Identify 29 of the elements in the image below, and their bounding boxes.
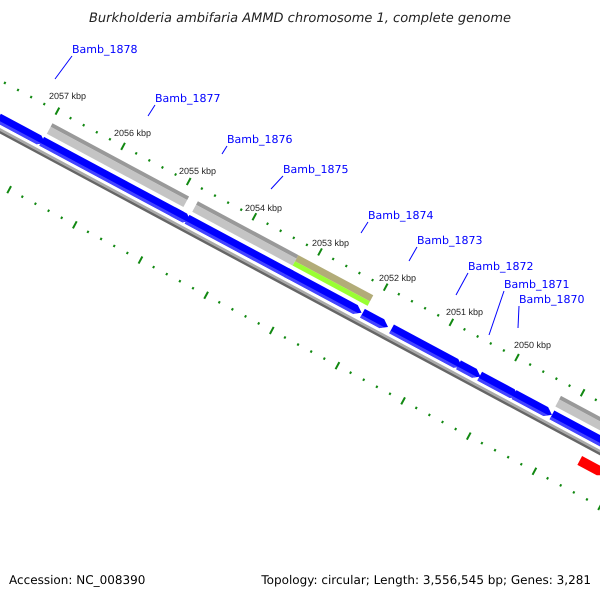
position-label: 2053 kbp: [312, 238, 350, 249]
footer-note: Topology: circular; Length: 3,556,545 bp; Genes: 3,281: [261, 573, 591, 587]
gene-label: Bamb_1876: [227, 133, 292, 146]
gene-label: Bamb_1873: [417, 234, 482, 247]
gene-label: Bamb_1872: [468, 260, 534, 273]
gene-label: Bamb_1877: [155, 92, 220, 105]
leader-line: [488, 290, 504, 336]
gene-label: Bamb_1871: [504, 278, 570, 291]
gene-label: Bamb_1874: [368, 209, 434, 222]
position-label: 2051 kbp: [446, 307, 484, 318]
gene-label: Bamb_1875: [283, 163, 348, 176]
position-label: 2057 kbp: [49, 91, 86, 102]
leader-line: [148, 104, 156, 116]
gene-label: Bamb_1870: [519, 293, 584, 306]
gene-label: Bamb_1878: [72, 43, 138, 56]
position-label: 2052 kbp: [379, 273, 416, 284]
position-label: 2050 kbp: [514, 340, 552, 351]
position-label: 2055 kbp: [179, 166, 216, 177]
leader-line: [456, 272, 468, 296]
title: Burkholderia ambifaria AMMD chromosome 1, complete genome: [88, 10, 512, 28]
leader-line: [518, 306, 520, 328]
position-label: 2056 kbp: [114, 128, 152, 139]
position-label: 2054 kbp: [245, 203, 282, 214]
leader-line: [360, 222, 368, 234]
footer-note: Accession: NC_008390: [9, 573, 146, 587]
leader-line: [54, 56, 72, 80]
leader-line: [222, 146, 228, 154]
leader-line: [270, 176, 284, 190]
leader-line: [408, 246, 418, 262]
